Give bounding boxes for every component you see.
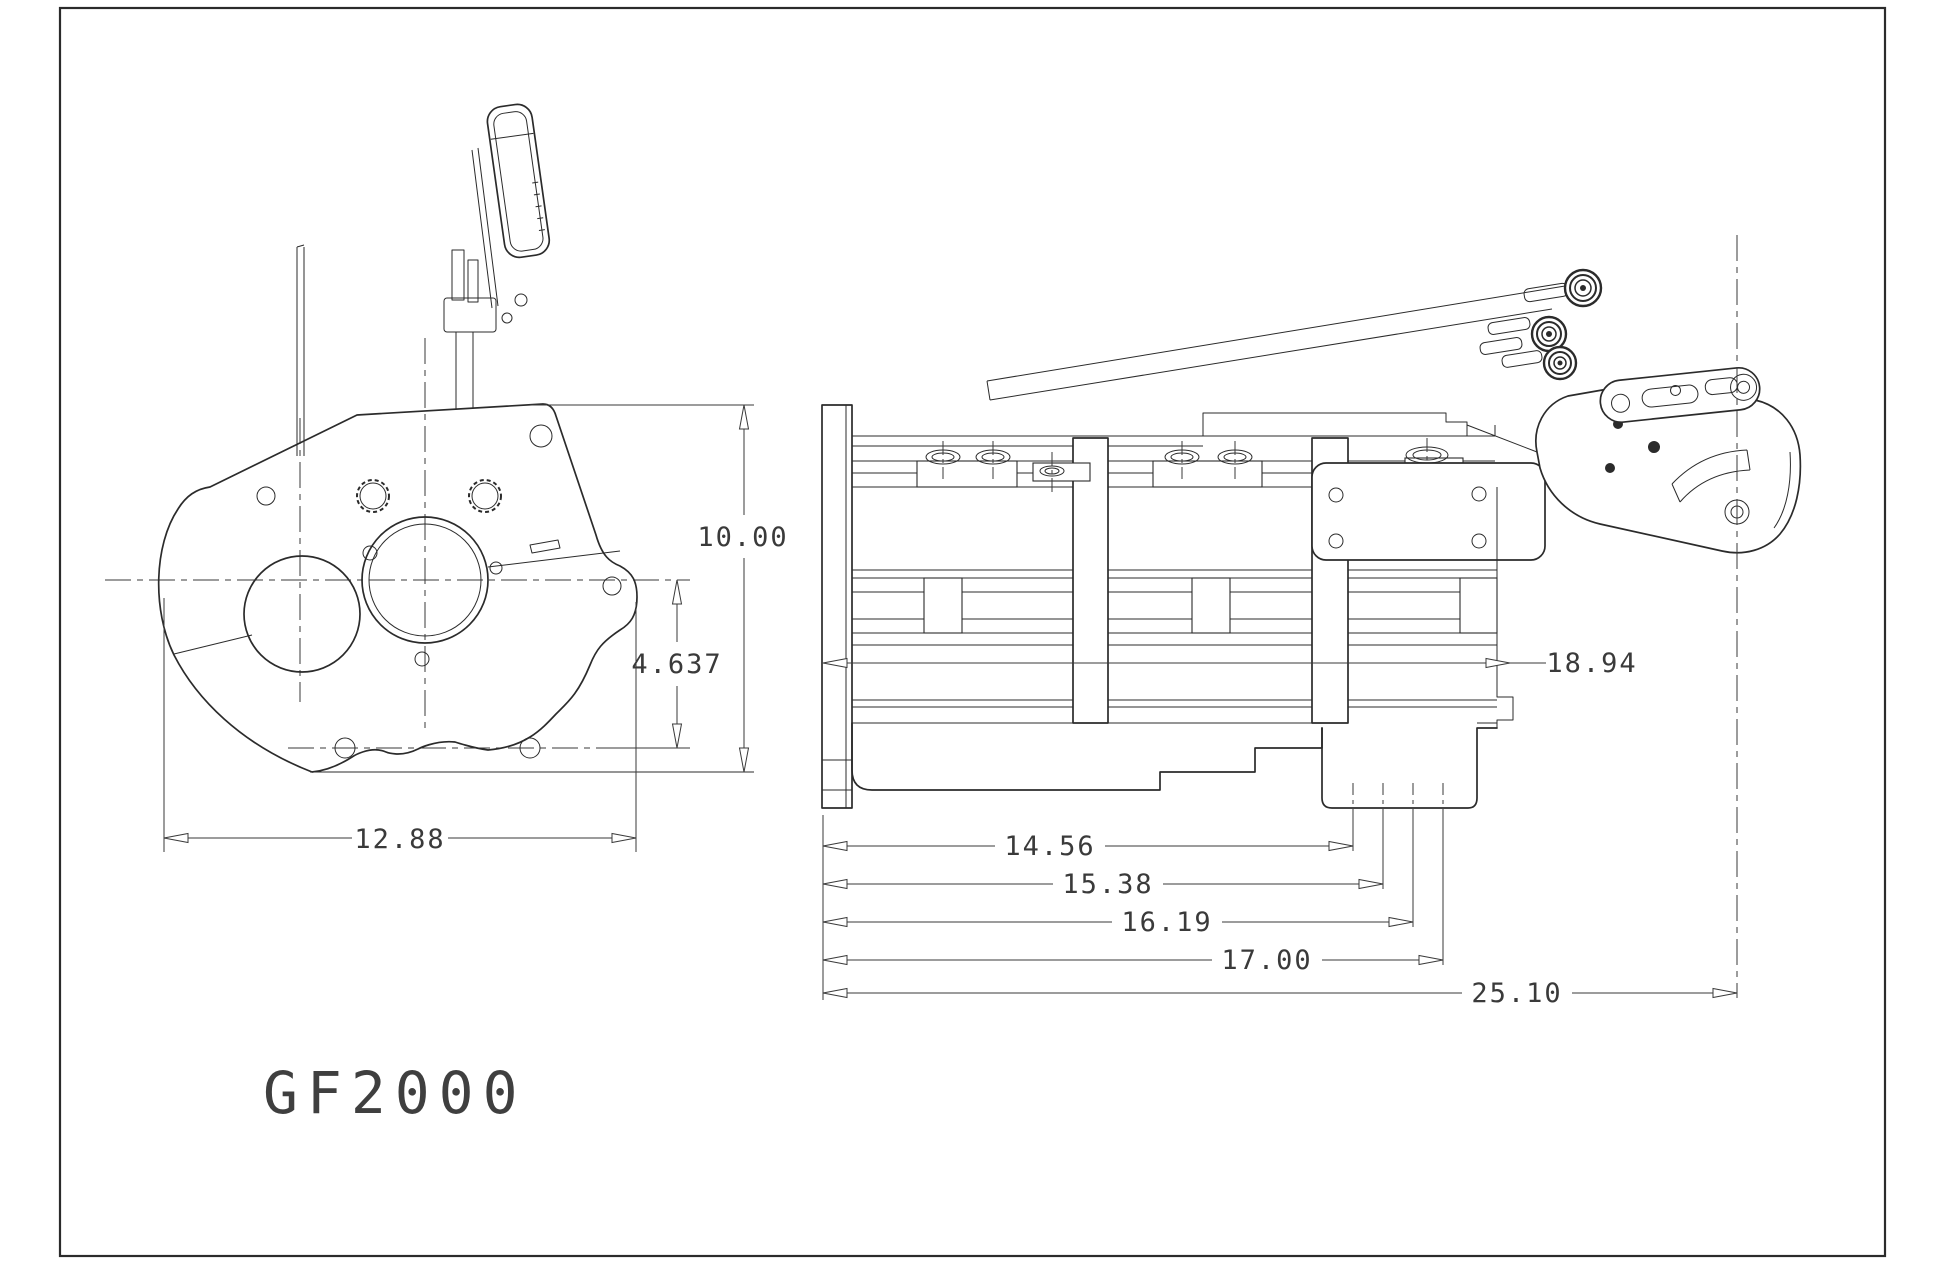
rib-1 <box>1072 437 1109 724</box>
dim-label-length-b: 15.38 <box>1062 869 1153 900</box>
arm-head-assembly <box>1479 268 1802 554</box>
mount-hole-1 <box>1328 487 1344 503</box>
hole-bottom-right <box>519 737 541 759</box>
bearing-boss-pair-1 <box>916 441 1018 488</box>
left-bore <box>243 555 361 673</box>
roller-bearing-bottom <box>1542 345 1578 381</box>
mount-plate <box>1311 462 1546 561</box>
end-cap <box>821 404 853 809</box>
handle-clamp-block <box>443 297 497 333</box>
mount-hole-2 <box>1471 486 1487 502</box>
top-block <box>1202 412 1538 453</box>
part-number: GF2000 <box>263 1059 527 1127</box>
bottom-housing <box>851 722 1323 791</box>
dimension-overall-length: 25.10 <box>822 978 1738 1009</box>
dimension-overall-height: 10.00 <box>530 404 788 773</box>
hole-top-left <box>256 486 276 506</box>
knurled-hole-right <box>471 482 499 510</box>
bearing-boss-pair-2 <box>1152 441 1263 488</box>
front-view <box>105 103 754 773</box>
dim-label-hole-height: 4.637 <box>631 649 722 680</box>
plate-outline <box>157 403 638 773</box>
dimensions: 10.00 4.637 12.88 18.94 <box>163 235 1738 1009</box>
handle-grip <box>486 103 551 259</box>
hole-small-a <box>362 545 378 561</box>
knurled-hole-left <box>359 482 387 510</box>
hole-right <box>602 576 622 596</box>
pin-2 <box>1487 317 1531 335</box>
blade-rod <box>296 244 305 456</box>
mount-hole-3 <box>1328 533 1344 549</box>
handle-post-left <box>451 249 465 301</box>
dim-label-overall-height: 10.00 <box>697 522 788 553</box>
pin-3 <box>1479 337 1523 355</box>
grease-port <box>1032 452 1091 492</box>
dimension-length-a: 14.56 <box>822 831 1354 862</box>
dim-label-plate-width: 12.88 <box>354 824 445 855</box>
dim-label-length-a: 14.56 <box>1004 831 1095 862</box>
journal-2 <box>1191 577 1231 634</box>
rivet-b <box>1648 441 1660 453</box>
mount-hole-4 <box>1471 533 1487 549</box>
dimension-body-length: 18.94 <box>822 648 1637 679</box>
hole-bottom-left <box>334 737 356 759</box>
dimension-length-b: 15.38 <box>822 869 1384 900</box>
foot-tick-lines <box>1352 783 1444 815</box>
end-cap-details <box>822 405 852 808</box>
handle-lever <box>471 147 499 309</box>
dim-label-overall-length: 25.10 <box>1471 978 1562 1009</box>
knurled-ring-right <box>468 479 502 513</box>
side-view <box>821 268 1802 815</box>
dim-label-body-length: 18.94 <box>1546 648 1637 679</box>
chord-left <box>173 634 253 655</box>
curved-slot <box>1671 449 1751 503</box>
dim-label-length-d: 17.00 <box>1221 945 1312 976</box>
handle-assembly <box>443 103 551 409</box>
dimension-hole-height: 4.637 <box>620 579 722 749</box>
journal-1 <box>923 577 963 634</box>
handle-cap-line <box>490 132 534 140</box>
dimension-plate-width: 12.88 <box>163 598 637 855</box>
handle-grip-inner <box>493 111 544 252</box>
dim-label-length-c: 16.19 <box>1121 907 1212 938</box>
foot <box>1321 727 1498 809</box>
main-bore-inner <box>368 523 482 637</box>
roller-bearing-mid <box>1530 315 1568 353</box>
handle-pivot-a <box>514 293 528 307</box>
handle-grip-ticks <box>532 181 545 231</box>
pin-1 <box>1523 282 1569 303</box>
arm-plate-inner-edge <box>1773 451 1791 529</box>
dimension-length-d: 17.00 <box>822 945 1444 976</box>
slotted-link <box>1599 366 1761 424</box>
hole-top-right <box>529 424 553 448</box>
roller-bearing-top <box>1563 268 1603 308</box>
journal-3 <box>1459 577 1498 634</box>
handle-pivot-b <box>501 312 513 324</box>
tab-detail <box>529 539 561 554</box>
arm-links <box>986 285 1566 401</box>
main-bore-outer <box>361 516 489 644</box>
dimension-length-c: 16.19 <box>822 907 1414 938</box>
handle-mount-lines <box>455 332 474 409</box>
sheet-border <box>58 6 1887 1258</box>
hole-small-c <box>414 651 430 667</box>
extension-feet <box>1352 815 1444 965</box>
knurled-ring-left <box>356 479 390 513</box>
pin-4 <box>1501 350 1543 368</box>
hole-small-b <box>489 561 503 575</box>
handle-post-right <box>467 259 479 303</box>
rivet-c <box>1605 463 1615 473</box>
chord-right <box>487 550 621 568</box>
